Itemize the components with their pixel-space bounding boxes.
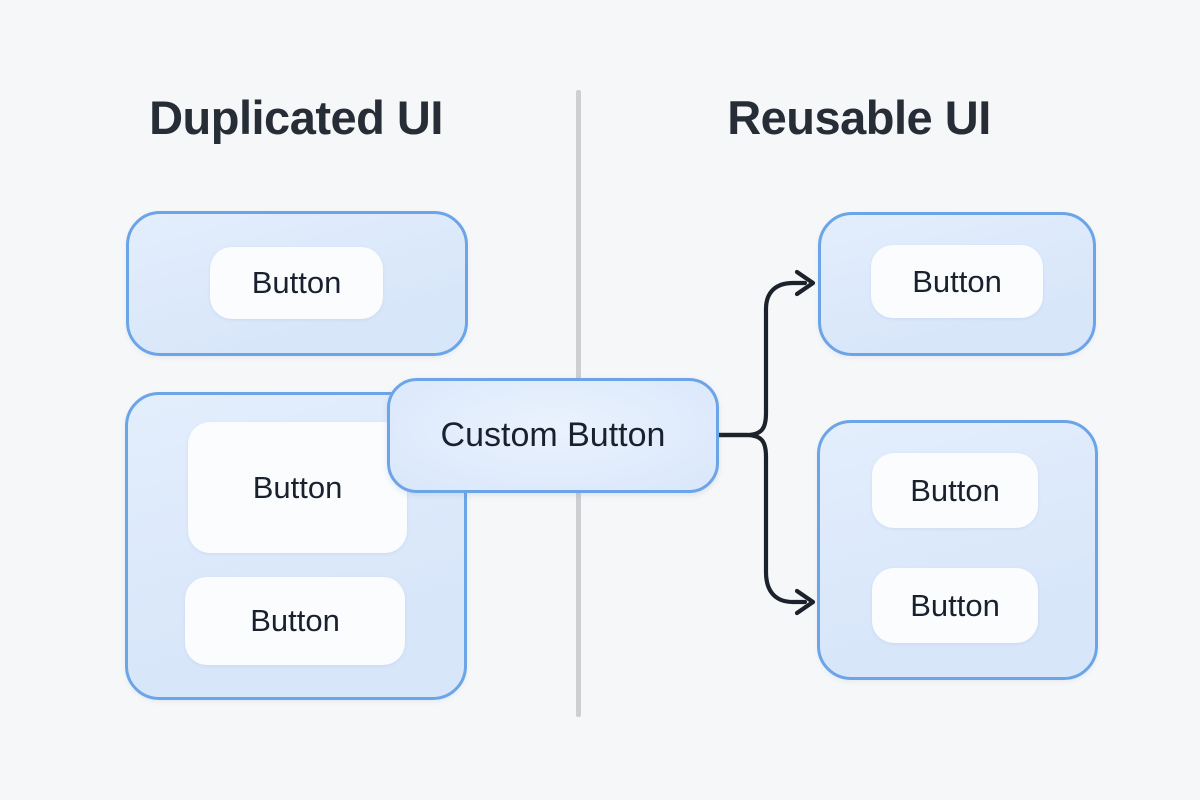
button-shape: Button [872,568,1038,643]
button-shape: Button [872,453,1038,528]
button-shape: Button [188,422,407,553]
button-label: Button [912,263,1002,299]
heading-reusable-ui: Reusable UI [727,91,991,144]
button-label: Button [252,469,343,505]
button-label: Button [250,603,340,638]
arrow-to-bottom-card [716,432,808,605]
arrowhead-top-icon [794,269,816,297]
button-label: Button [251,265,342,300]
button-shape: Button [210,247,383,319]
button-label: Button [910,587,1000,623]
custom-button-label: Custom Button [440,416,666,454]
reusable-card-single: Button [818,212,1096,356]
arrowhead-bottom-icon [794,588,816,616]
heading-duplicated-ui: Duplicated UI [149,91,443,144]
custom-button-shape: Custom Button [387,378,719,493]
button-shape: Button [871,245,1043,318]
duplicated-card-single: Button [126,211,468,356]
arrow-to-top-card [716,280,808,438]
button-shape: Button [185,577,405,665]
button-label: Button [910,472,1000,508]
reusable-card-double: Button Button [817,420,1098,680]
